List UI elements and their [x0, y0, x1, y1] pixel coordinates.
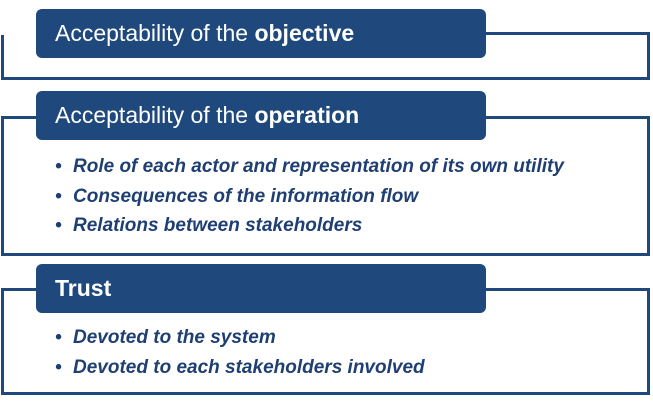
bullet-icon: • [55, 156, 62, 177]
list-item: •Consequences of the information flow [55, 182, 564, 212]
list-item: •Devoted to each stakeholders involved [55, 353, 425, 383]
trust-list: •Devoted to the system •Devoted to each … [55, 323, 425, 382]
bullet-icon: • [55, 185, 62, 207]
list-item: •Relations between stakeholders [55, 211, 564, 241]
header-text: Acceptability of the [55, 20, 255, 46]
section-operation-header: Acceptability of the operation [36, 91, 486, 140]
section-trust-header: Trust [36, 264, 486, 313]
header-bold-text: Trust [55, 275, 112, 301]
bullet-icon: • [55, 215, 62, 236]
list-item: •Devoted to the system [55, 323, 425, 353]
header-bold-text: operation [254, 102, 360, 128]
bullet-icon: • [55, 327, 62, 348]
header-text: Acceptability of the [55, 102, 255, 128]
header-bold-text: objective [254, 20, 355, 46]
bullet-icon: • [55, 356, 62, 378]
operation-list: •Role of each actor and representation o… [55, 152, 564, 241]
list-item: •Role of each actor and representation o… [55, 152, 564, 182]
section-objective-header: Acceptability of the objective [36, 9, 486, 58]
